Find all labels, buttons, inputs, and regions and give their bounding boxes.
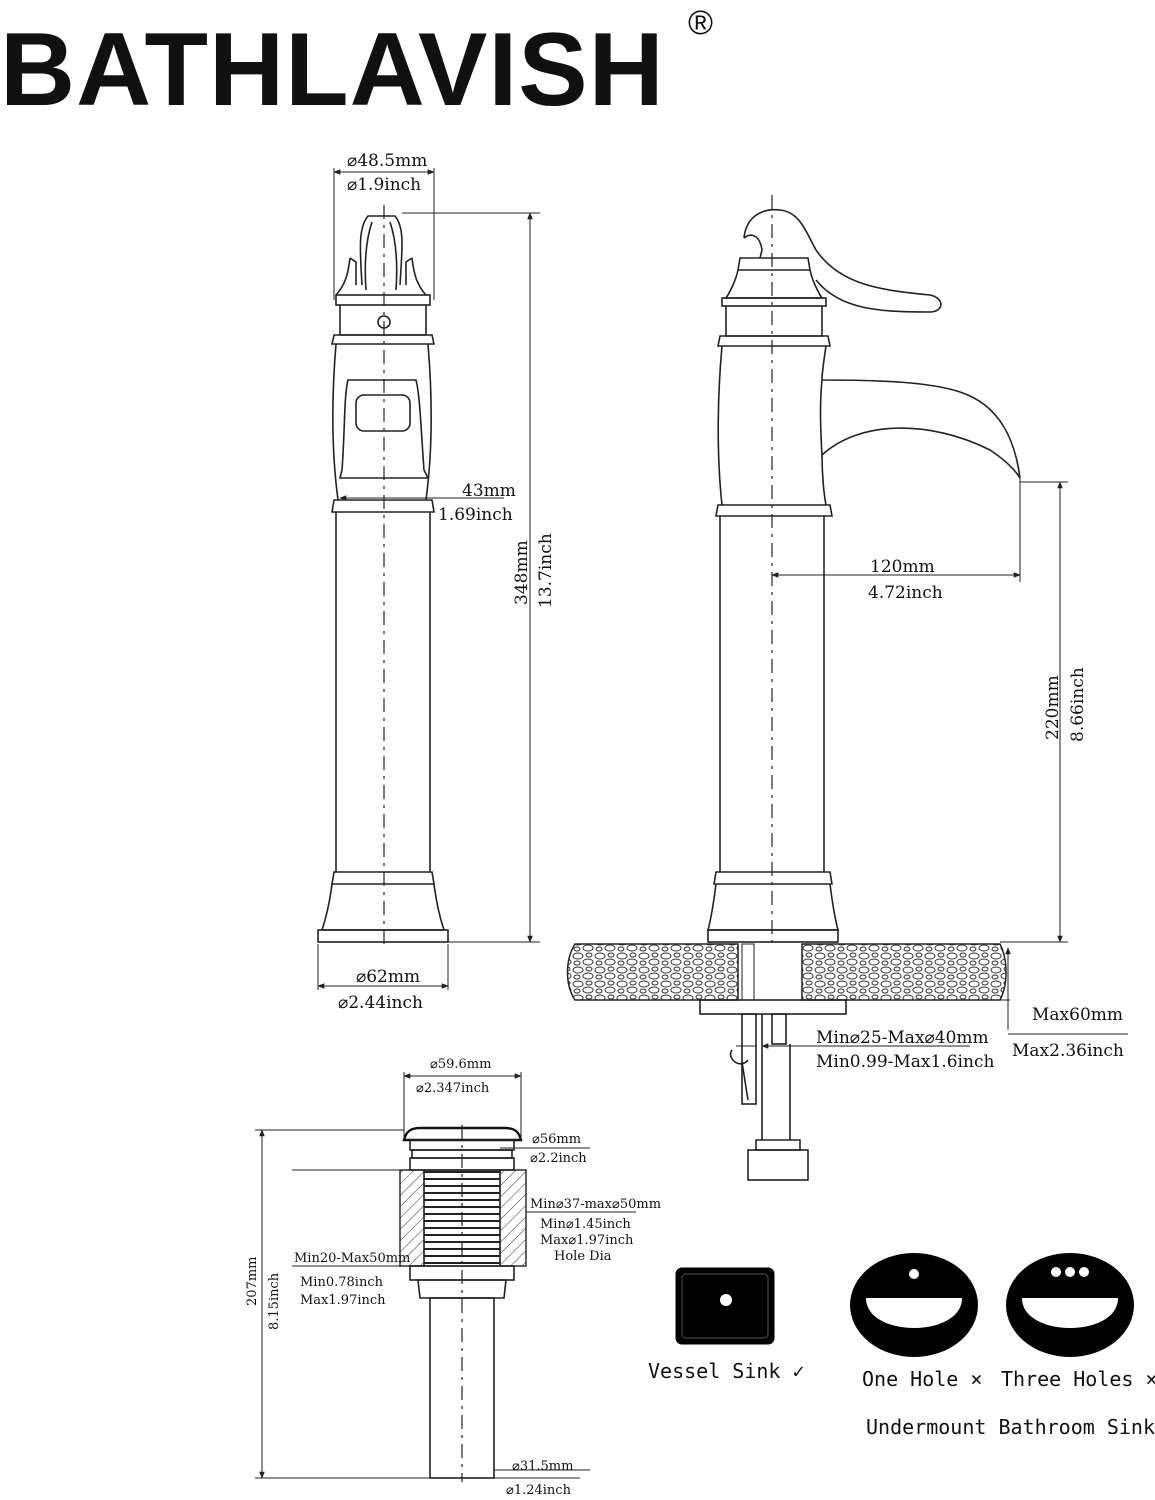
side-dimensions (736, 478, 1128, 1049)
one-hole-sink-icon (850, 1253, 978, 1357)
drain-thick-inch-min: Min0.78inch (300, 1275, 384, 1290)
front-view-faucet (317, 205, 449, 945)
drain-cap-inch: ⌀2.347inch (416, 1081, 490, 1096)
side-hole-mm: Min⌀25-Max⌀40mm (816, 1028, 989, 1048)
side-reach-mm: 120mm (870, 557, 935, 577)
drain-height-mm: 207mm (245, 1257, 260, 1306)
drain-hole-inch-min: Min⌀1.45inch (540, 1217, 631, 1232)
drain-thick-inch-max: Max1.97inch (300, 1293, 386, 1308)
drain-height-inch: 8.15inch (267, 1272, 282, 1330)
three-holes-label: Three Holes × (1001, 1367, 1155, 1391)
drain-pipe-mm: ⌀31.5mm (512, 1459, 573, 1474)
side-spout-inch: 8.66inch (1068, 667, 1088, 742)
drain-flange-inch: ⌀2.2inch (530, 1151, 587, 1166)
drain-hole-mm: Min⌀37-max⌀50mm (530, 1197, 661, 1212)
side-deck-inch: Max2.36inch (1012, 1041, 1124, 1061)
drain-cap-mm: ⌀59.6mm (430, 1057, 491, 1072)
front-height-mm: 348mm (512, 540, 532, 605)
vessel-sink-icon (675, 1267, 775, 1345)
side-view-faucet (706, 195, 1021, 945)
registered-mark: ® (688, 4, 714, 42)
brand-logo: BATHLAVISH (0, 12, 665, 128)
front-top-inch: ⌀1.9inch (347, 175, 421, 195)
drain-dimensions (255, 1072, 636, 1479)
front-base-inch: ⌀2.44inch (338, 993, 423, 1013)
drain-hole-inch-max: Max⌀1.97inch (540, 1233, 634, 1248)
vessel-sink-label: Vessel Sink ✓ (648, 1359, 805, 1383)
pop-up-drain (399, 1125, 527, 1482)
front-height-inch: 13.7inch (536, 533, 556, 608)
front-top-mm: ⌀48.5mm (347, 151, 427, 171)
front-mid-inch: 1.69inch (438, 505, 513, 525)
side-hole-inch: Min0.99-Max1.6inch (816, 1052, 994, 1072)
countertop-section (566, 943, 1007, 1181)
drain-thick-mm: Min20-Max50mm (294, 1251, 410, 1266)
front-mid-mm: 43mm (462, 481, 516, 501)
side-deck-mm: Max60mm (1032, 1005, 1123, 1025)
front-dimensions (317, 168, 540, 990)
front-base-mm: ⌀62mm (356, 967, 420, 987)
drain-pipe-inch: ⌀1.24inch (506, 1483, 572, 1498)
drain-flange-mm: ⌀56mm (532, 1132, 581, 1147)
three-holes-sink-icon (1006, 1253, 1134, 1357)
side-reach-inch: 4.72inch (868, 583, 943, 603)
drain-hole-label: Hole Dia (554, 1249, 612, 1264)
undermount-label: Undermount Bathroom Sink (866, 1415, 1155, 1439)
one-hole-label: One Hole × (862, 1367, 982, 1391)
side-spout-mm: 220mm (1043, 675, 1063, 740)
